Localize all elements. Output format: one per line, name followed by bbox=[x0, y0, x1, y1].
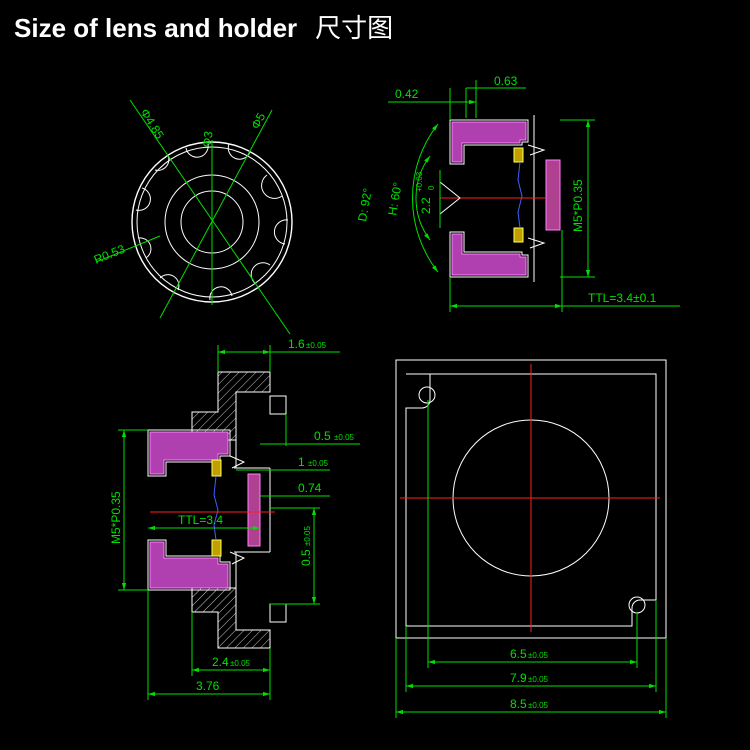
label-ttl-top: TTL=3.4±0.1 bbox=[588, 291, 657, 305]
label-063: 0.63 bbox=[494, 74, 518, 88]
label-d92: D: 92° bbox=[355, 187, 375, 223]
label-042: 0.42 bbox=[395, 87, 419, 101]
label-d5: Φ5 bbox=[248, 110, 268, 131]
radius-leader bbox=[95, 235, 161, 263]
label-thread-top: M5*P0.35 bbox=[571, 179, 585, 232]
label-24: 2.4 bbox=[212, 655, 229, 669]
label-thread-bottom: M5*P0.35 bbox=[109, 491, 123, 544]
holder-section: 1.6 ±0.05 0.5 ±0.05 1 ±0.05 0.74 0.5 ±0.… bbox=[109, 337, 360, 700]
top-view: 6.5 ±0.05 7.9 ±0.05 8.5 ±0.05 bbox=[395, 359, 667, 718]
label-65: 6.5 bbox=[510, 647, 527, 661]
front-view: Φ4.85 Φ5 Φ3 R0.53 bbox=[92, 99, 293, 335]
label-1: 1 bbox=[298, 455, 305, 469]
label-aperture: 2.2 bbox=[419, 197, 433, 214]
dia-line-485 bbox=[129, 99, 291, 335]
label-tol-dn: 0 bbox=[427, 185, 436, 190]
title-cn: 尺寸图 bbox=[315, 14, 394, 44]
label-79-tol: ±0.05 bbox=[528, 675, 549, 684]
label-tol-up: +0.03 bbox=[415, 171, 424, 192]
label-d485: Φ4.85 bbox=[137, 106, 166, 142]
title-main: Size of lens and holder bbox=[14, 13, 298, 43]
label-05b: 0.5 bbox=[299, 549, 313, 566]
label-h60: H: 60° bbox=[385, 181, 405, 217]
side-section-top: 0.42 0.63 D: 92° H: 60° 2.2 +0.03 0 M5*P… bbox=[355, 74, 680, 312]
label-1-tol: ±0.05 bbox=[308, 459, 329, 468]
label-ttl-bottom: TTL=3.4 bbox=[178, 513, 223, 527]
label-65-tol: ±0.05 bbox=[528, 651, 549, 660]
label-16: 1.6 bbox=[288, 337, 305, 351]
label-05a: 0.5 bbox=[314, 429, 331, 443]
page-title: Size of lens and holder 尺寸图 bbox=[14, 8, 393, 45]
label-16-tol: ±0.05 bbox=[306, 341, 327, 350]
label-05b-tol: ±0.05 bbox=[303, 525, 312, 546]
label-074: 0.74 bbox=[298, 481, 322, 495]
label-85: 8.5 bbox=[510, 697, 527, 711]
label-d3: Φ3 bbox=[199, 130, 216, 149]
label-79: 7.9 bbox=[510, 671, 527, 685]
label-05a-tol: ±0.05 bbox=[334, 433, 355, 442]
label-24-tol: ±0.05 bbox=[230, 659, 251, 668]
label-85-tol: ±0.05 bbox=[528, 701, 549, 710]
label-r053: R0.53 bbox=[92, 242, 127, 267]
dia-line-5 bbox=[159, 109, 273, 319]
label-376: 3.76 bbox=[196, 679, 220, 693]
